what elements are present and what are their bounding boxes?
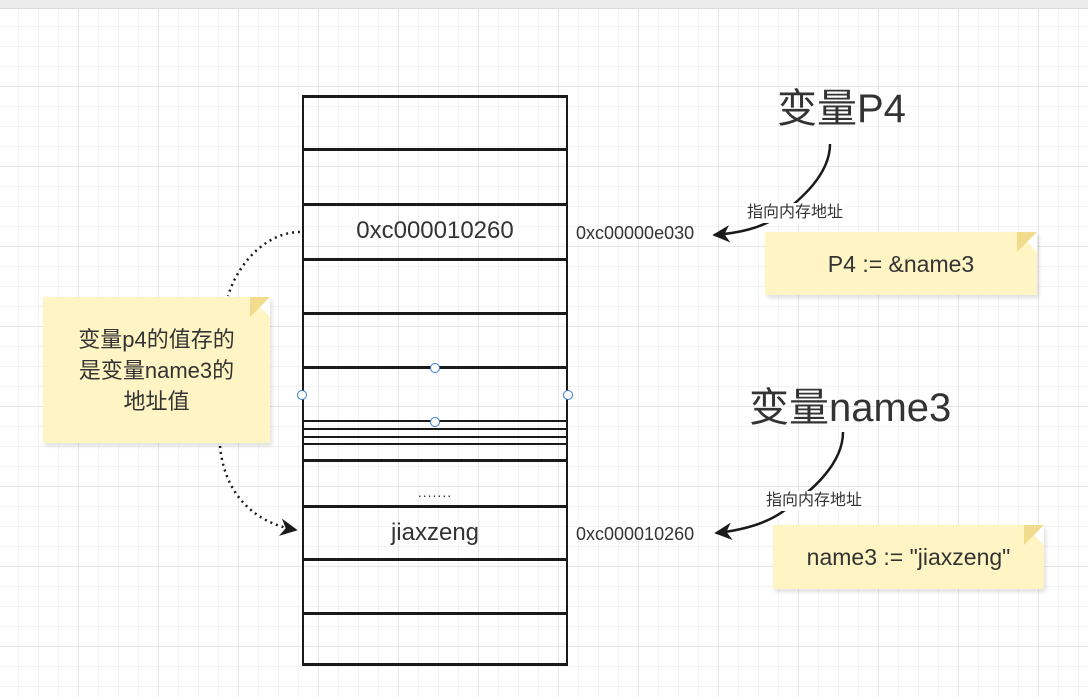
row-divider [302,505,568,508]
row-divider [302,443,568,445]
selection-handle-right[interactable] [563,390,573,400]
row-divider [302,436,568,438]
row-divider [302,558,568,561]
row-divider [302,258,568,261]
row-divider [302,312,568,315]
p4-address-label[interactable]: 0xc00000e030 [576,223,695,243]
variable-p4-title[interactable]: 变量P4 [777,87,906,131]
note-fold-corner [1017,232,1037,252]
row-divider [302,148,568,151]
name3-pointer-arrow [714,431,845,541]
explain-upper-curve [226,230,301,297]
selection-handle-top[interactable] [430,363,440,373]
explanation-note[interactable]: 变量p4的值存的 是变量name3的 地址值 [43,297,270,443]
memory-table[interactable]: 0xc000010260 ....... jiaxzeng [297,95,573,666]
explanation-line: 地址值 [123,389,190,414]
selection-handle-bottom[interactable] [430,417,440,427]
explanation-line: 变量p4的值存的 [78,327,235,352]
cell-p4-value[interactable]: 0xc000010260 [356,217,514,244]
name3-code-text: name3 := "jiaxzeng" [806,544,1011,570]
row-divider [302,663,568,666]
row-divider [302,428,568,430]
name3-address-label[interactable]: 0xc000010260 [576,524,695,544]
note-fold-corner [1024,525,1044,545]
selection-handle-left[interactable] [297,390,307,400]
note-fold-corner [250,297,270,317]
variable-name3-title[interactable]: 变量name3 [749,386,952,430]
cell-ellipsis[interactable]: ....... [417,484,453,500]
explain-lower-curve [218,445,298,536]
row-divider [302,203,568,206]
row-divider [302,459,568,462]
cell-name3-value[interactable]: jiaxzeng [390,519,480,546]
table-right-border [566,95,568,666]
p4-code-note[interactable]: P4 := &name3 [765,232,1037,295]
canvas-top-bar [0,0,1088,9]
points-to-label[interactable]: 指向内存地址 [766,491,863,511]
row-divider [302,95,568,98]
name3-code-note[interactable]: name3 := "jiaxzeng" [773,525,1044,589]
table-left-border [302,95,304,666]
p4-code-text: P4 := &name3 [827,251,975,277]
row-divider [302,612,568,615]
explanation-line: 是变量name3的 [78,358,235,383]
points-to-label[interactable]: 指向内存地址 [747,203,844,223]
